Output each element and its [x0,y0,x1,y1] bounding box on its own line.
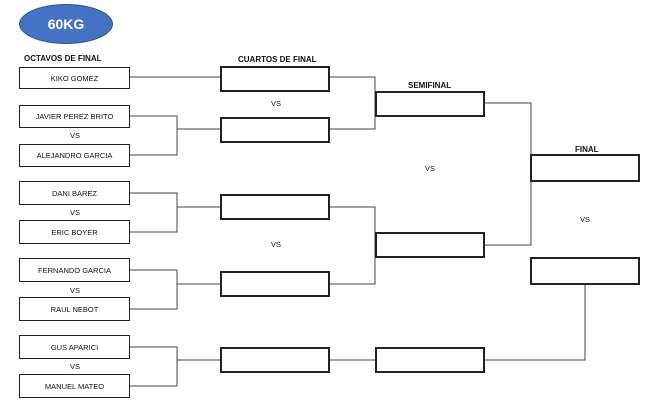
fighter-box: DANI BAREZ [19,181,130,205]
header-final: FINAL [575,145,599,154]
semifinal-slot [375,232,485,258]
fighter-box: ALEJANDRO GARCIA [19,144,130,167]
fighter-box: KIKO GOMEZ [19,67,130,89]
vs-label: VS [580,215,591,224]
fighter-box: FERNANDO GARCIA [19,258,130,282]
vs-label: VS [70,286,81,295]
fighter-box: GUS APARICI [19,335,130,359]
header-octavos: OCTAVOS DE FINAL [24,54,102,63]
quarterfinal-slot [220,271,330,297]
quarterfinal-slot [220,347,330,373]
fighter-box: ERIC BOYER [19,220,130,244]
fighter-box: MANUEL MATEO [19,374,130,398]
final-slot [530,154,640,182]
header-semifinal: SEMIFINAL [408,81,452,90]
vs-label: VS [70,208,81,217]
fighter-box: JAVIER PEREZ BRITO [19,105,130,128]
quarterfinal-slot [220,194,330,220]
category-badge: 60KG [19,4,113,44]
vs-label: VS [70,362,81,371]
fighter-box: RAUL NEBOT [19,297,130,321]
semifinal-slot [375,91,485,117]
vs-label: VS [271,99,282,108]
vs-label: VS [70,131,81,140]
quarterfinal-slot [220,66,330,92]
semifinal-slot [375,347,485,373]
vs-label: VS [425,164,436,173]
final-slot [530,257,640,285]
vs-label: VS [271,240,282,249]
quarterfinal-slot [220,117,330,143]
header-cuartos: CUARTOS DE FINAL [238,55,317,64]
